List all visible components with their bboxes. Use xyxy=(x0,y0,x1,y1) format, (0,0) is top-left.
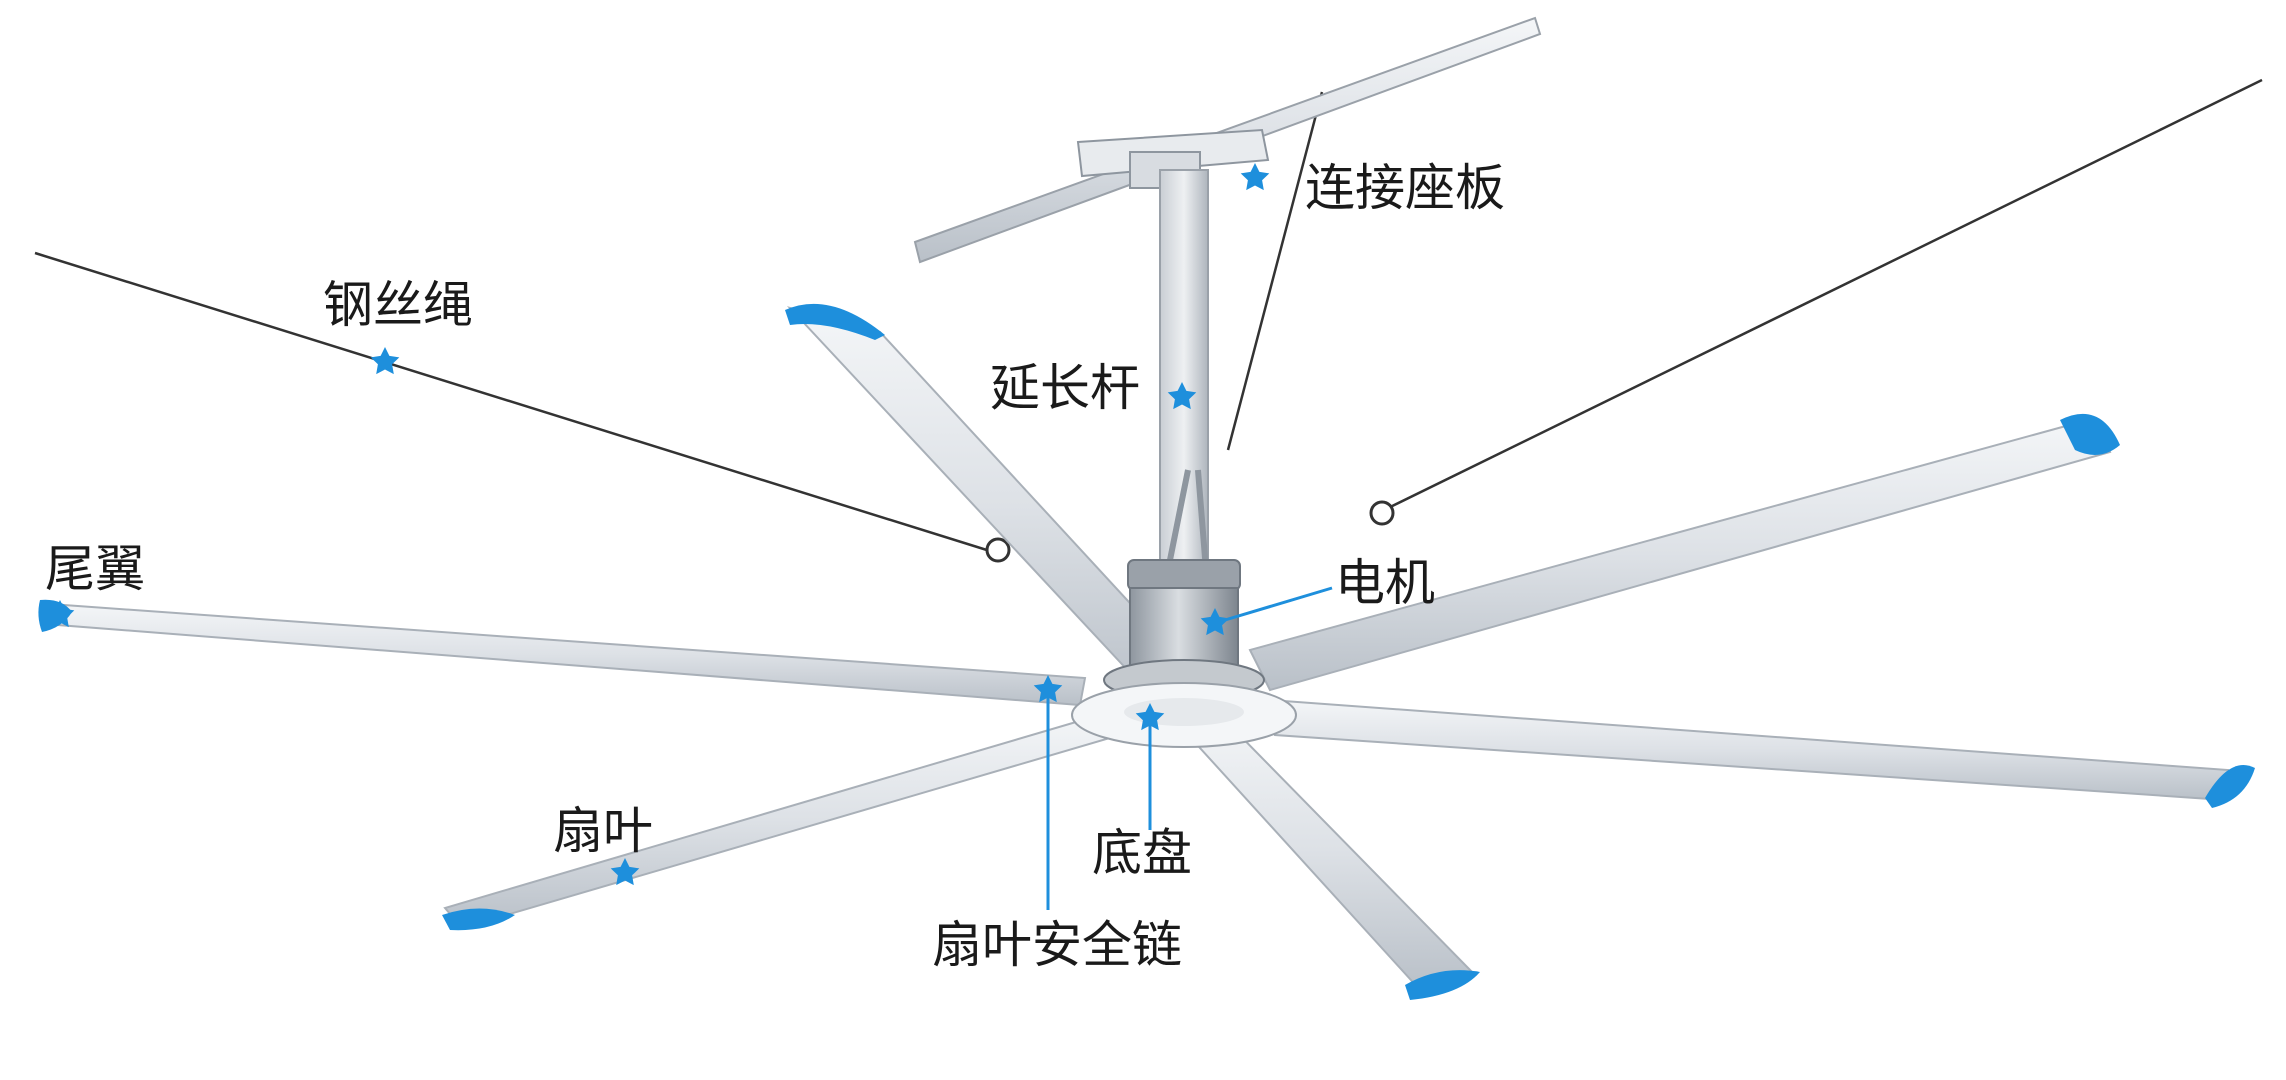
tail-wing-upper-left xyxy=(785,303,885,340)
motor-hub xyxy=(1071,559,1297,748)
blade-left xyxy=(48,602,1087,707)
steel-wire-right xyxy=(1379,78,2263,514)
label-chassis: 底盘 xyxy=(1092,824,1192,882)
star-icon xyxy=(610,858,640,886)
label-blade: 扇叶 xyxy=(553,802,653,860)
star-icon xyxy=(370,347,400,375)
label-blade-safety-chain: 扇叶安全链 xyxy=(932,916,1182,974)
blade-right xyxy=(1268,698,2230,802)
wire-ring-right xyxy=(1369,500,1395,526)
blade-lower-right xyxy=(1167,708,1477,992)
star-icon xyxy=(1033,675,1063,703)
markers xyxy=(45,163,1270,886)
tail-wing-lower-right xyxy=(1405,970,1480,1000)
extension-rod xyxy=(1159,169,1209,571)
steel-wire-left xyxy=(34,251,991,553)
fan-blades xyxy=(48,306,2230,992)
star-icon xyxy=(1200,608,1230,636)
blade-lower-left xyxy=(443,710,1122,930)
tail-wing-upper-right xyxy=(2060,413,2120,455)
star-icon xyxy=(45,600,75,628)
leader-lines xyxy=(1046,586,1333,910)
label-extension-rod: 延长杆 xyxy=(990,359,1140,417)
star-icon xyxy=(1240,163,1270,191)
label-steel-wire: 钢丝绳 xyxy=(323,276,473,334)
steel-wires xyxy=(34,78,2263,553)
label-connector-plate: 连接座板 xyxy=(1305,159,1505,217)
connector-plate xyxy=(913,16,1542,264)
tail-wing-lower-left xyxy=(442,908,515,931)
tail-wing-right xyxy=(2205,764,2255,808)
blade-tips xyxy=(38,303,2255,1000)
wire-ring-left xyxy=(985,537,1011,563)
steel-wire-top xyxy=(1226,91,1324,451)
label-motor: 电机 xyxy=(1335,554,1435,612)
star-icon xyxy=(1167,382,1197,410)
label-tail-wing: 尾翼 xyxy=(45,540,145,598)
component-labels: 连接座板 钢丝绳 延长杆 尾翼 电机 扇叶 底盘 扇叶安全链 xyxy=(45,159,1505,974)
star-icon xyxy=(1135,703,1165,731)
